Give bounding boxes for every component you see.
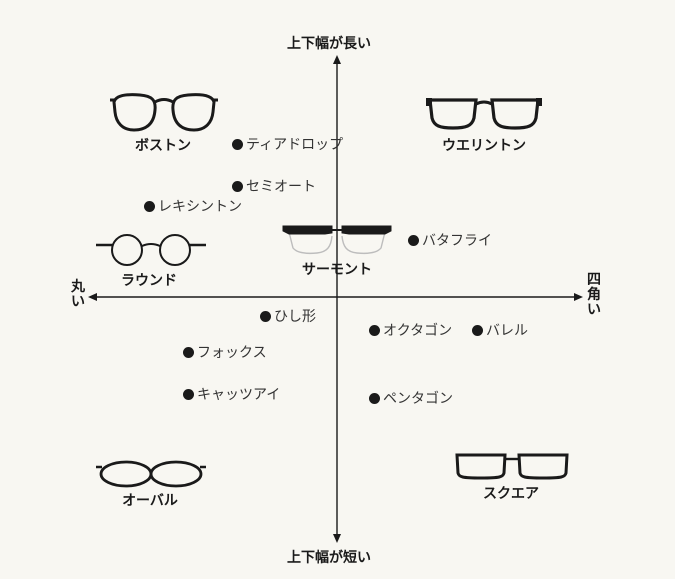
frame-label-sirmont: サーモント <box>302 262 372 278</box>
point-label-lexington: レキシントン <box>158 199 242 215</box>
dot-icon <box>144 200 155 212</box>
dot-icon <box>232 180 243 192</box>
point-barrel: バレル <box>472 320 528 340</box>
point-pentagon: ペンタゴン <box>369 388 453 408</box>
axis-label-left: 丸い <box>71 279 85 310</box>
arrow-right-icon <box>574 293 583 301</box>
point-lexington: レキシントン <box>144 196 242 216</box>
point-butterfly: バタフライ <box>408 230 492 250</box>
dot-icon <box>408 234 419 246</box>
point-octagon: オクタゴン <box>369 320 452 340</box>
arrow-left-icon <box>88 293 97 301</box>
point-label-octagon: オクタゴン <box>383 323 453 339</box>
point-label-hishigata: ひし形 <box>274 309 316 325</box>
point-label-fox: フォックス <box>197 345 267 361</box>
point-fox: フォックス <box>183 342 267 362</box>
point-label-semi-auto: セミオート <box>246 179 316 195</box>
axis-label-right: 四角い <box>587 272 601 318</box>
wellington-glasses-icon <box>426 98 542 130</box>
frame-label-boston: ボストン <box>135 138 191 154</box>
point-label-cat-eye: キャッツアイ <box>197 387 281 403</box>
point-label-barrel: バレル <box>486 323 528 339</box>
point-cat-eye: キャッツアイ <box>183 384 280 404</box>
point-semi-auto: セミオート <box>232 176 316 196</box>
dot-icon <box>232 138 243 150</box>
point-hishigata: ひし形 <box>260 306 316 326</box>
point-teardrop: ティアドロップ <box>232 134 343 154</box>
point-label-butterfly: バタフライ <box>422 233 492 249</box>
dot-icon <box>472 324 483 336</box>
round-glasses-icon <box>96 234 206 266</box>
frame-label-wellington: ウエリントン <box>442 138 526 154</box>
frame-label-oval: オーバル <box>122 493 178 509</box>
axis-label-top: 上下幅が長い <box>287 36 371 52</box>
point-label-teardrop: ティアドロップ <box>246 137 344 153</box>
point-label-pentagon: ペンタゴン <box>383 391 453 407</box>
frame-label-round: ラウンド <box>121 273 177 289</box>
dot-icon <box>183 346 194 358</box>
boston-glasses-icon <box>110 93 218 132</box>
dot-icon <box>369 324 380 336</box>
dot-icon <box>260 310 271 322</box>
arrow-down-icon <box>333 534 341 543</box>
dot-icon <box>369 392 380 404</box>
arrow-up-icon <box>333 55 341 64</box>
frame-label-square: スクエア <box>483 486 539 502</box>
square-glasses-icon <box>455 453 569 480</box>
dot-icon <box>183 388 194 400</box>
axis-label-bottom: 上下幅が短い <box>287 550 371 566</box>
sirmont-glasses-icon <box>282 225 392 255</box>
oval-glasses-icon <box>96 460 206 488</box>
